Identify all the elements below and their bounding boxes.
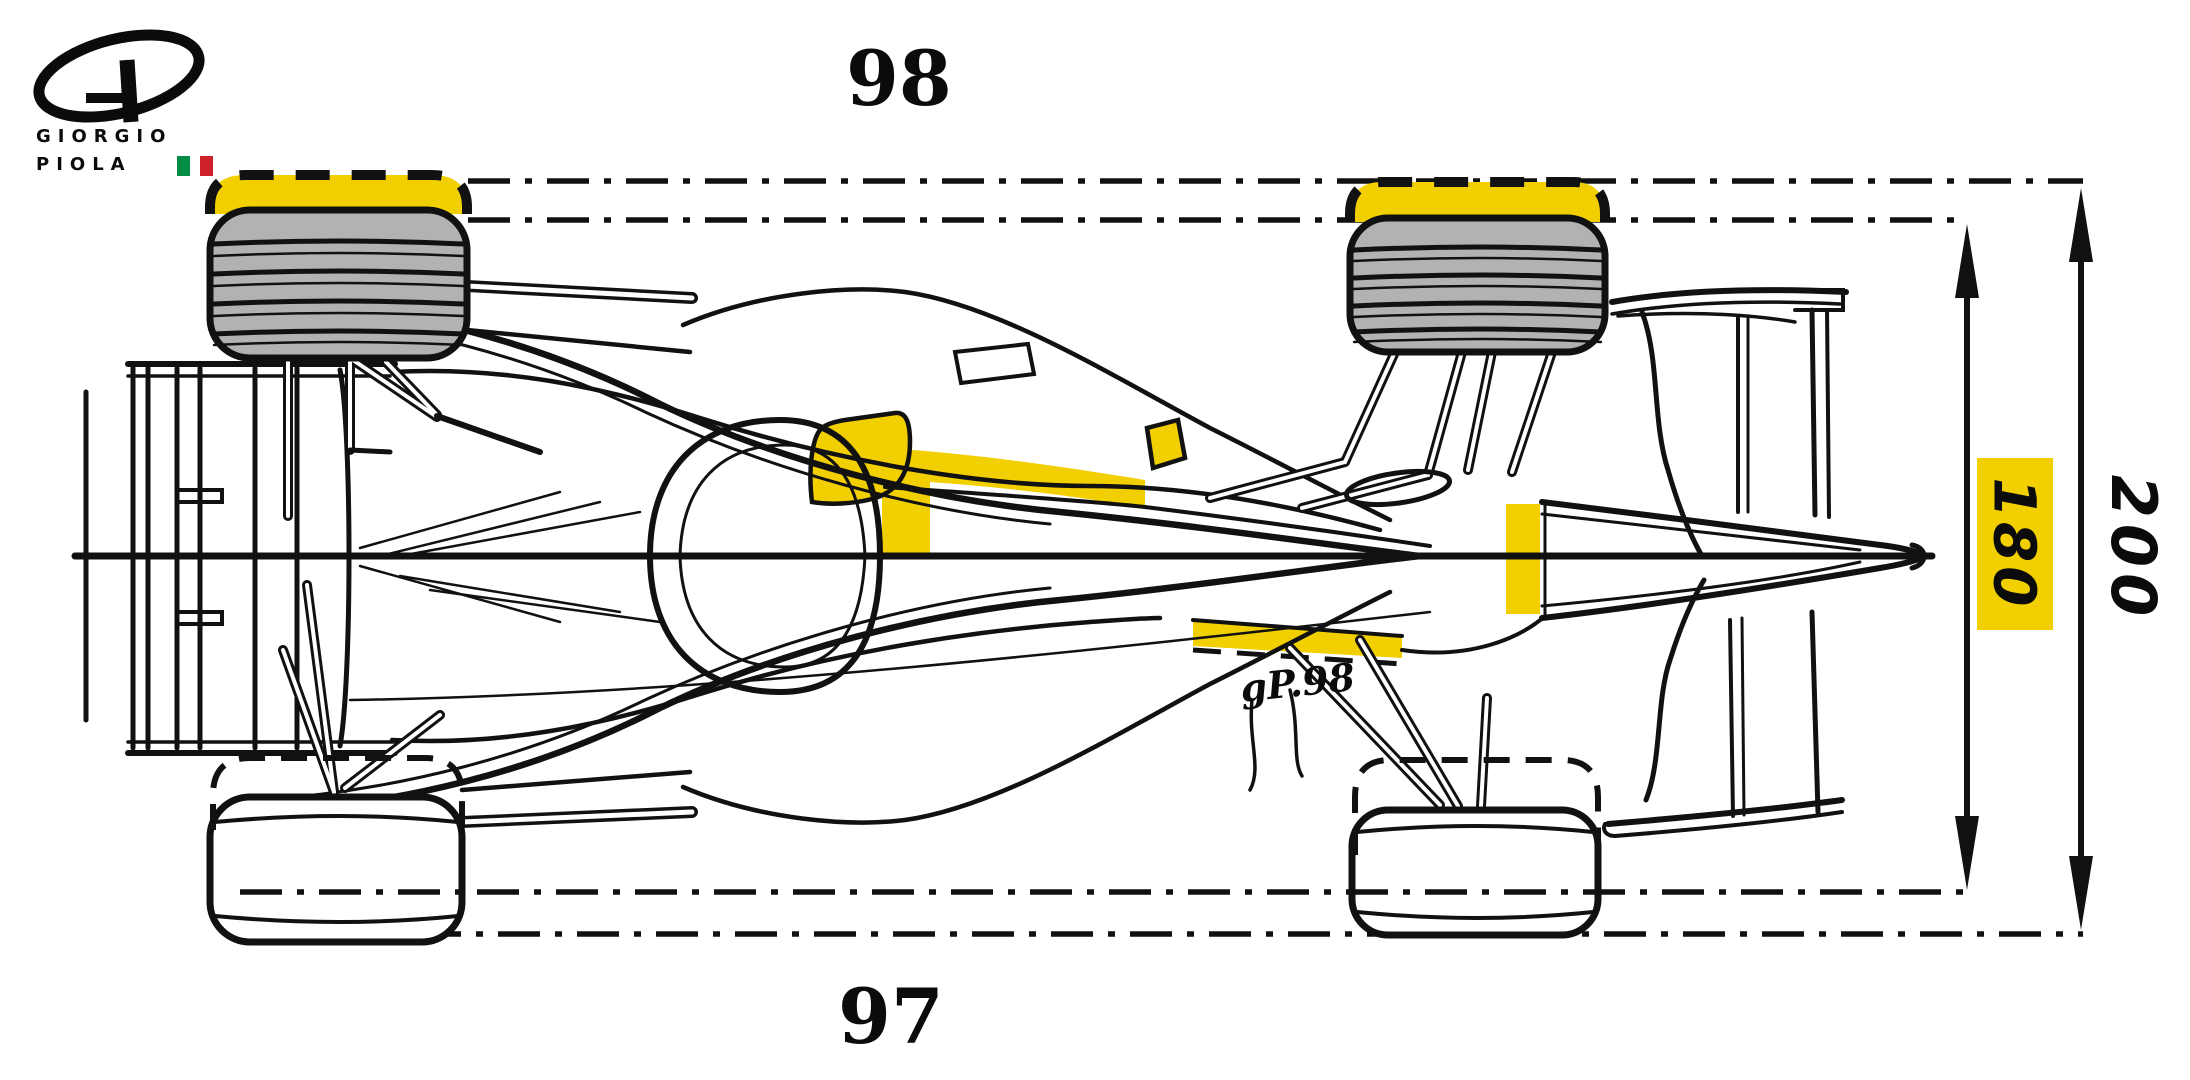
label-width-200: 200 xyxy=(2097,474,2171,622)
front-wing-98 xyxy=(1609,287,1849,559)
label-width-180: 180 xyxy=(1977,458,2053,630)
mirror-highlight xyxy=(1144,417,1188,471)
width-limit-lines-top xyxy=(468,178,2083,223)
brake-duct xyxy=(1343,468,1453,508)
tire-front-97 xyxy=(1348,806,1602,939)
tire-ghost-rear-dashed xyxy=(210,755,465,830)
front-wing-97 xyxy=(1602,577,1845,838)
label-year-98: 98 xyxy=(846,34,952,123)
gp-monogram-icon xyxy=(33,29,205,123)
italian-flag-icon xyxy=(200,156,213,176)
tire-ghost-rear-yellow xyxy=(210,175,467,214)
logo-text-piola: PIOLA xyxy=(36,154,132,175)
tire-rear-97 xyxy=(206,793,466,946)
logo-text-giorgio: GIORGIO xyxy=(36,126,173,147)
signature-flourish xyxy=(1248,688,1304,792)
giorgio-piola-logo: GIORGIO PIOLA xyxy=(14,8,244,198)
label-year-97: 97 xyxy=(838,972,944,1061)
tires xyxy=(205,170,1610,946)
dimension-arrows xyxy=(1955,188,2093,930)
suspension-arms xyxy=(278,280,1557,828)
axles xyxy=(456,280,698,828)
italian-flag-icon xyxy=(177,156,190,176)
tire-ghost-front-yellow xyxy=(1350,182,1605,222)
nose-cone xyxy=(1539,499,1928,621)
headrest xyxy=(952,341,1037,386)
